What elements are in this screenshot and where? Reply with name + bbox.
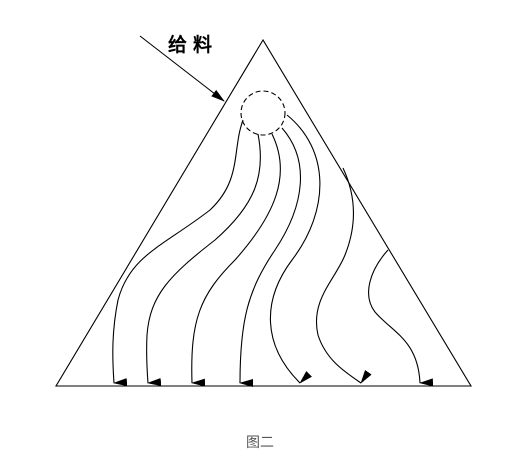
feed-label: 给料 xyxy=(168,33,218,56)
flow-curve-2 xyxy=(146,133,261,386)
flow-curve-7 xyxy=(368,249,434,387)
figure-caption: 图二 xyxy=(246,435,274,451)
triangle-outline xyxy=(55,38,472,387)
flow-curve-1 xyxy=(112,119,244,387)
flow-curve-3 xyxy=(191,133,281,387)
flow-curve-5 xyxy=(269,114,321,384)
flow-curve-4 xyxy=(239,127,301,388)
flow-curve-6 xyxy=(315,167,372,384)
feed-arrow xyxy=(139,35,225,102)
feed-point-circle xyxy=(240,90,286,136)
